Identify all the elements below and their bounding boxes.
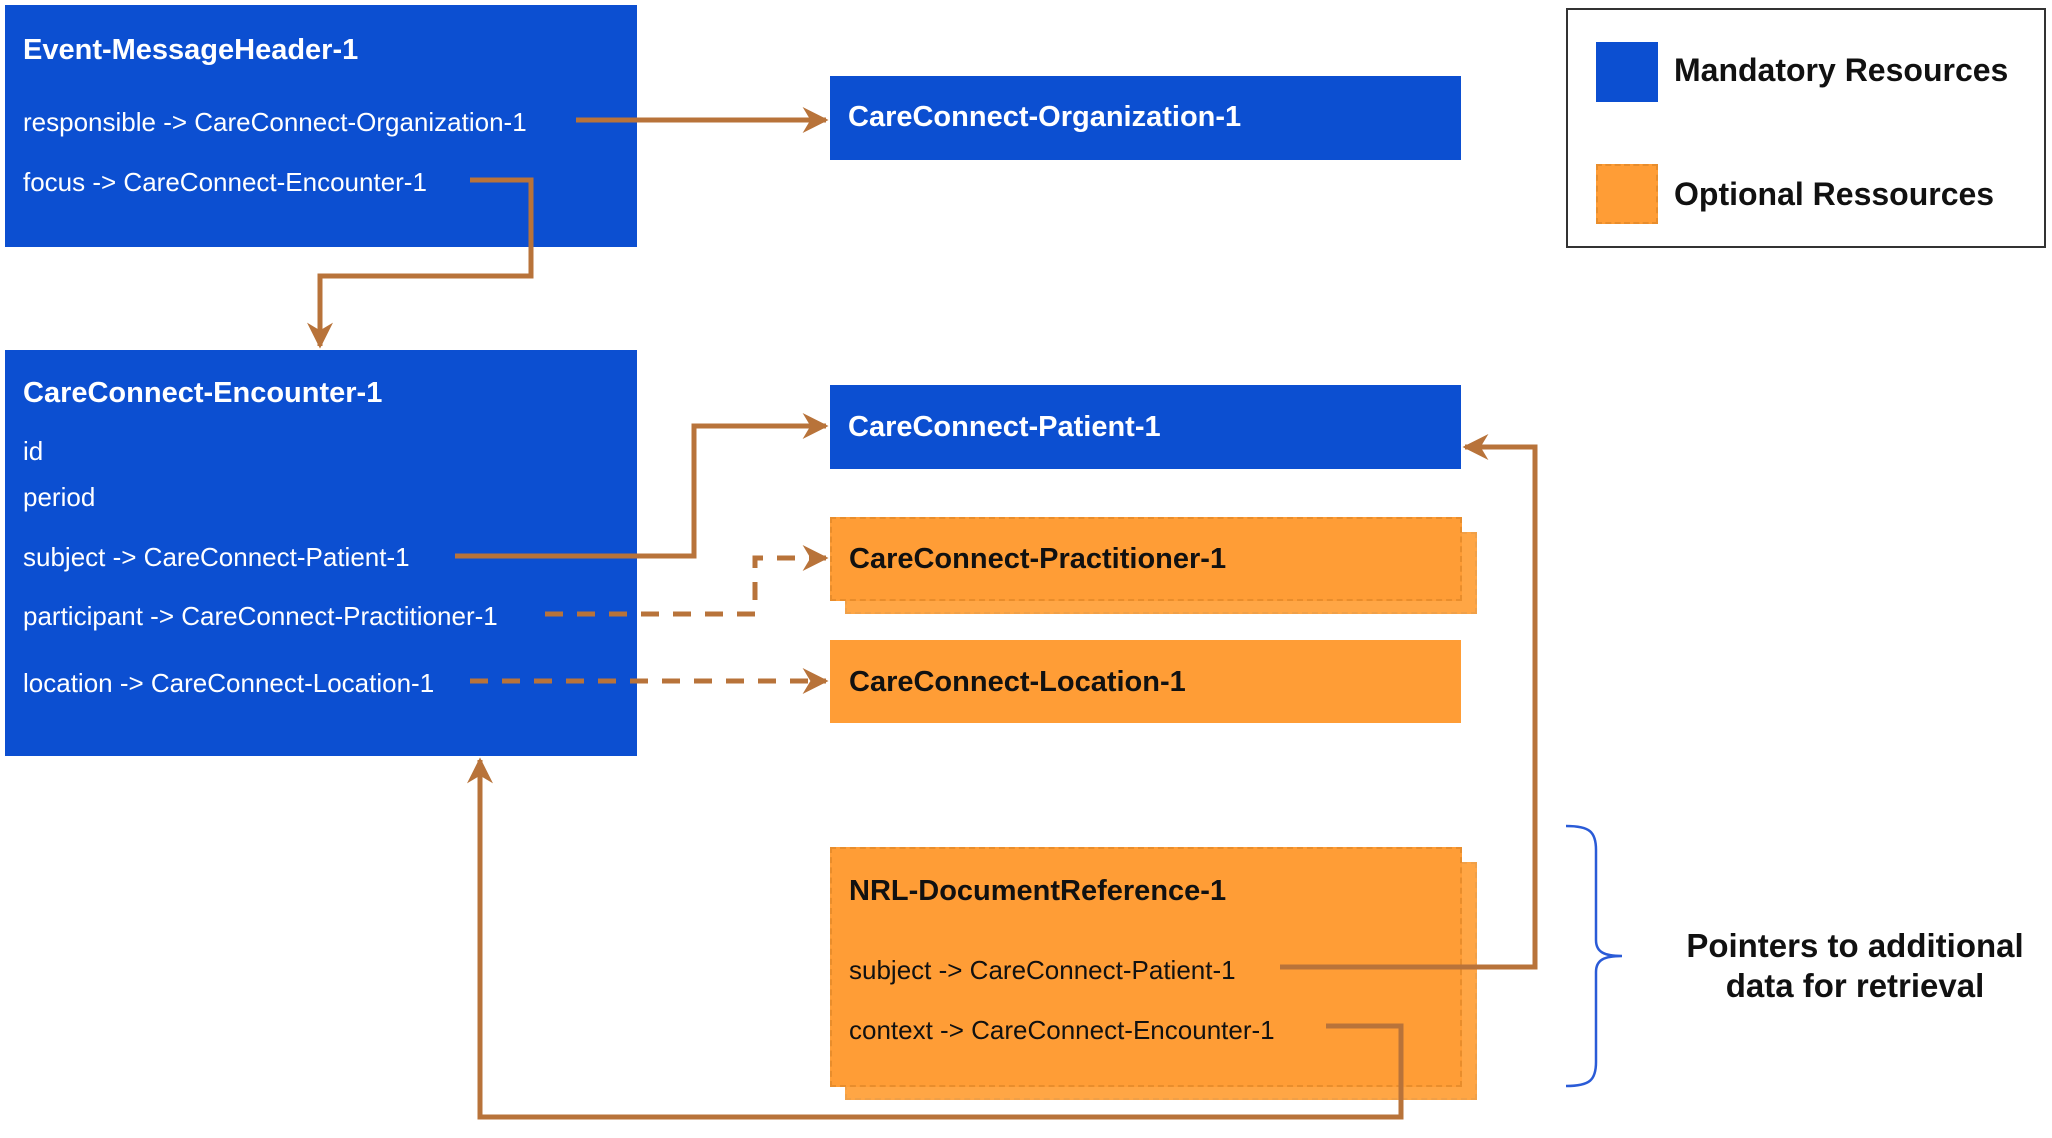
document-reference-title: NRL-DocumentReference-1 [849, 875, 1227, 907]
brace-icon [1565, 824, 1623, 1088]
pointers-note-line1: Pointers to additional [1686, 927, 2024, 964]
patient-box: CareConnect-Patient-1 [830, 385, 1461, 469]
arrow-focus [307, 177, 534, 349]
encounter-box: CareConnect-Encounter-1 id period subjec… [5, 350, 637, 756]
encounter-title: CareConnect-Encounter-1 [23, 377, 383, 409]
message-header-focus: focus -> CareConnect-Encounter-1 [23, 167, 427, 197]
legend-optional-swatch [1596, 164, 1658, 224]
legend: Mandatory Resources Optional Ressources [1566, 8, 2046, 248]
legend-mandatory-swatch [1596, 42, 1658, 102]
arrow-encounter-subject [455, 413, 829, 559]
arrow-docref-subject [1280, 434, 1538, 970]
document-reference-context: context -> CareConnect-Encounter-1 [849, 1015, 1275, 1045]
encounter-location: location -> CareConnect-Location-1 [23, 668, 435, 698]
arrow-participant [545, 545, 829, 617]
document-reference-subject: subject -> CareConnect-Patient-1 [849, 955, 1236, 985]
message-header-box: Event-MessageHeader-1 responsible -> Car… [5, 5, 637, 247]
practitioner-title: CareConnect-Practitioner-1 [849, 543, 1227, 575]
practitioner-box: CareConnect-Practitioner-1 [830, 517, 1462, 601]
message-header-title: Event-MessageHeader-1 [23, 34, 359, 66]
message-header-responsible: responsible -> CareConnect-Organization-… [23, 107, 527, 137]
arrow-docref-context [467, 757, 1404, 1120]
location-box: CareConnect-Location-1 [830, 640, 1461, 723]
pointers-note: Pointers to additional data for retrieva… [1640, 926, 2052, 1006]
organization-box: CareConnect-Organization-1 [830, 76, 1461, 160]
legend-optional-label: Optional Ressources [1674, 176, 1995, 212]
encounter-id: id [23, 436, 44, 466]
pointers-note-line2: data for retrieval [1725, 967, 1985, 1004]
location-title: CareConnect-Location-1 [849, 666, 1186, 698]
patient-title: CareConnect-Patient-1 [848, 411, 1161, 443]
encounter-participant: participant -> CareConnect-Practitioner-… [23, 601, 498, 631]
encounter-period: period [23, 482, 96, 512]
organization-title: CareConnect-Organization-1 [848, 101, 1242, 133]
encounter-subject: subject -> CareConnect-Patient-1 [23, 542, 410, 572]
legend-mandatory-label: Mandatory Resources [1674, 52, 2009, 88]
